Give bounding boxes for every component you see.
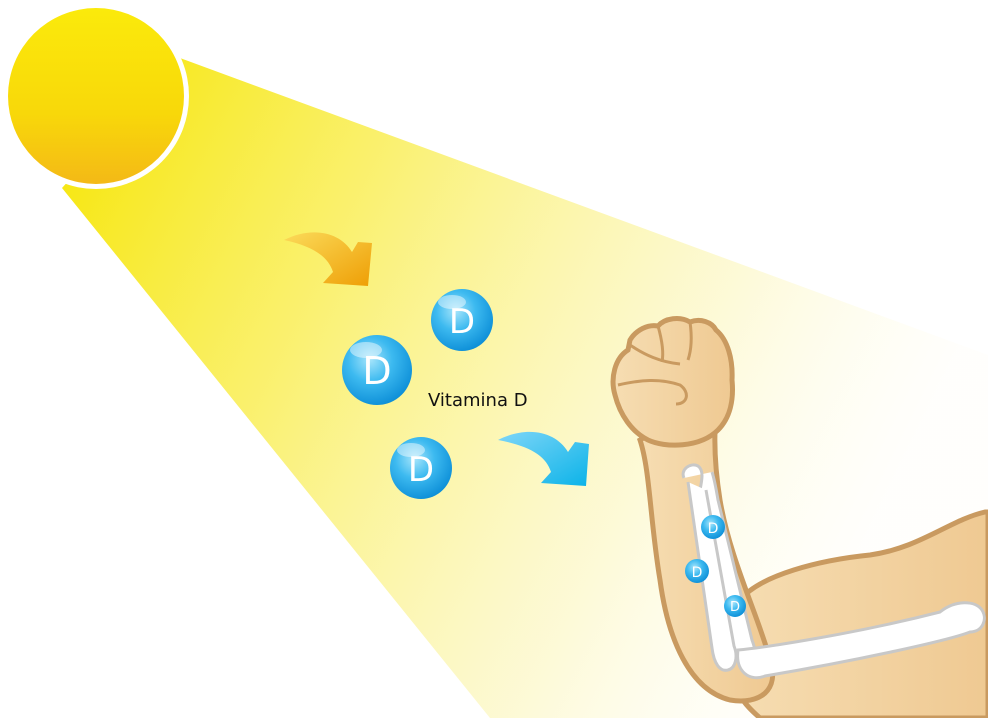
molecule-letter: D <box>449 302 475 342</box>
vitamin-d-molecule-icon: D <box>724 595 746 617</box>
molecule-letter: D <box>730 600 740 615</box>
vitamin-d-molecule-icon: D <box>342 335 412 405</box>
vitamin-d-molecule-icon: D <box>431 289 493 351</box>
vitamin-d-molecule-icon: D <box>685 559 709 583</box>
vitamin-d-molecule-icon: D <box>701 515 725 539</box>
molecule-letter: D <box>408 450 434 490</box>
vitamin-d-label: Vitamina D <box>428 390 528 411</box>
molecule-letter: D <box>692 565 703 581</box>
sun-icon <box>3 3 189 189</box>
molecule-letter: D <box>708 521 719 537</box>
vitamin-d-molecule-icon: D <box>390 437 452 499</box>
molecule-letter: D <box>362 349 391 393</box>
